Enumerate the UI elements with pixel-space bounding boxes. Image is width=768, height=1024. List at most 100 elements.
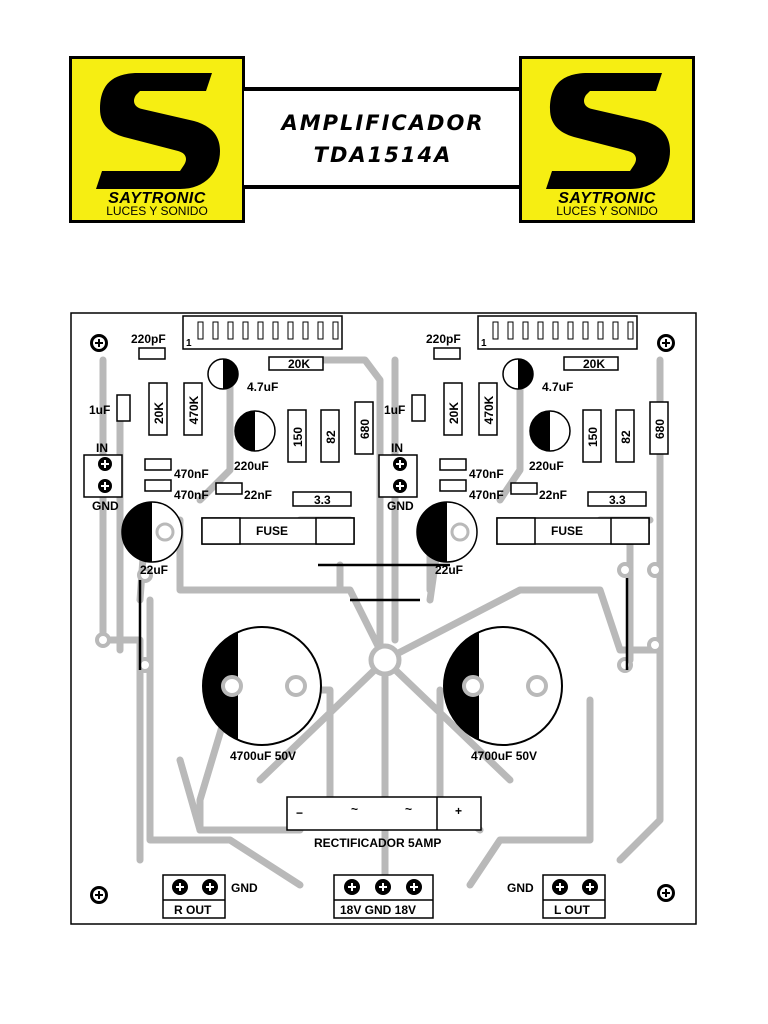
r-150-label: 150 [586,427,600,447]
r-470k-label: 470K [482,395,496,424]
c-1uf-label: 1uF [89,403,110,417]
l-out-label: L OUT [554,903,590,917]
screw-terminal-icon [582,879,598,895]
ic-pin1-label: 1 [186,338,192,349]
c-470nf-2-label: 470nF [469,488,504,502]
c-22uf-label: 22uF [435,563,463,577]
rect-ac2-label: ~ [405,802,412,816]
c-4-7uf-label: 4.7uF [542,380,573,394]
filter-cap-right: 4700uF 50V [443,626,563,763]
c-470nf-2-body [439,479,467,492]
r-82-body [615,409,635,463]
s-logo-mark-right [546,73,670,189]
c-22uf-label: 22uF [140,563,168,577]
c-470nf-1-label: 470nF [469,467,504,481]
rect-plus-label: + [455,804,462,818]
screw-terminal-icon [98,479,112,493]
r-20k-top-label: 20K [583,357,605,371]
screw-terminal-icon [375,879,391,895]
screw-terminal-icon [406,879,422,895]
c-22nf-body [510,482,538,495]
input-gnd-label: GND [92,499,119,513]
r-3-3-body [292,491,352,507]
c-220pf-label: 220pF [426,332,461,346]
r-20k-top-body [563,356,619,371]
ic-pin1-label: 1 [481,338,487,349]
c-22nf-body [215,482,243,495]
r-470k-body [183,382,203,436]
screw-terminal-icon [393,457,407,471]
c-4-7uf-label: 4.7uF [247,380,278,394]
bridge-rectifier: − ~ ~ + RECTIFICADOR 5AMP [286,796,482,850]
c-220uf-label: 220uF [234,459,269,473]
screw-terminal-icon [202,879,218,895]
c-22nf-label: 22nF [539,488,567,502]
brand-tagline-right: LUCES Y SONIDO [556,204,658,218]
saytronic-logo-left: SAYTRONIC LUCES Y SONIDO [69,56,245,223]
ic-pins [492,321,634,340]
c-22nf-label: 22nF [244,488,272,502]
c-1uf-body [116,394,131,422]
r-20k-top-label: 20K [288,357,310,371]
screw-hole-icon [90,334,108,352]
gnd-right-label: GND [507,881,534,895]
jumpers [138,563,629,670]
r-680-body [354,401,374,455]
r-680-body [649,401,669,455]
r-20k-vert-label: 20K [152,402,166,424]
channel-right: 1 220pF 20K 4.7uF 1uF 20K 470K 220uF 150… [378,315,669,577]
c-220pf-body [433,347,461,360]
c-470nf-1-label: 470nF [174,467,209,481]
r-20k-top-body [268,356,324,371]
rect-ac1-label: ~ [351,802,358,816]
r-680-label: 680 [653,419,667,439]
l-out-terminal: L OUT [542,874,606,919]
input-gnd-label: GND [387,499,414,513]
screw-terminal-icon [344,879,360,895]
c-470nf-2-label: 470nF [174,488,209,502]
fuse-label: FUSE [256,524,288,538]
r-680-label: 680 [358,419,372,439]
rectifier-label: RECTIFICADOR 5AMP [314,836,441,850]
c-220uf-label: 220uF [529,459,564,473]
supply-terminal: 18V GND 18V [333,874,434,919]
fuse-label: FUSE [551,524,583,538]
screw-hole-icon [657,884,675,902]
r-82-label: 82 [324,430,338,444]
screw-hole-icon [657,334,675,352]
screw-terminal-icon [98,457,112,471]
saytronic-logo-right: SAYTRONIC LUCES Y SONIDO [519,56,695,223]
c-1uf-label: 1uF [384,403,405,417]
r-out-terminal: R OUT [162,874,226,919]
screw-terminal-icon [552,879,568,895]
channel-left: 1 220pF 20K 4.7uF 1uF 20K 470K 220uF 150… [83,315,374,577]
r-82-body [320,409,340,463]
brand-tagline: LUCES Y SONIDO [106,204,208,218]
r-150-label: 150 [291,427,305,447]
r-20k-vert-body [148,382,168,436]
r-out-label: R OUT [174,903,212,917]
mounting-holes [90,334,675,904]
s-logo-mark-left [96,73,220,189]
in-label: IN [391,441,403,455]
c-220pf-label: 220pF [131,332,166,346]
r-3-3-label: 3.3 [314,493,331,507]
r-20k-vert-body [443,382,463,436]
title-line-2: TDA1514A [313,143,453,167]
title-banner: AMPLIFICADOR TDA1514A [244,87,522,189]
filter-cap-left: 4700uF 50V [202,626,322,763]
supply-label: 18V GND 18V [340,903,416,917]
c-220pf-body [138,347,166,360]
c-1uf-body [411,394,426,422]
cap-right-label: 4700uF 50V [471,749,537,763]
ic-pins [197,321,339,340]
rect-minus-label: − [296,806,303,820]
screw-terminal-icon [172,879,188,895]
r-20k-vert-label: 20K [447,402,461,424]
in-label: IN [96,441,108,455]
r-470k-label: 470K [187,395,201,424]
screw-hole-icon [90,886,108,904]
r-470k-body [478,382,498,436]
r-3-3-body [587,491,647,507]
